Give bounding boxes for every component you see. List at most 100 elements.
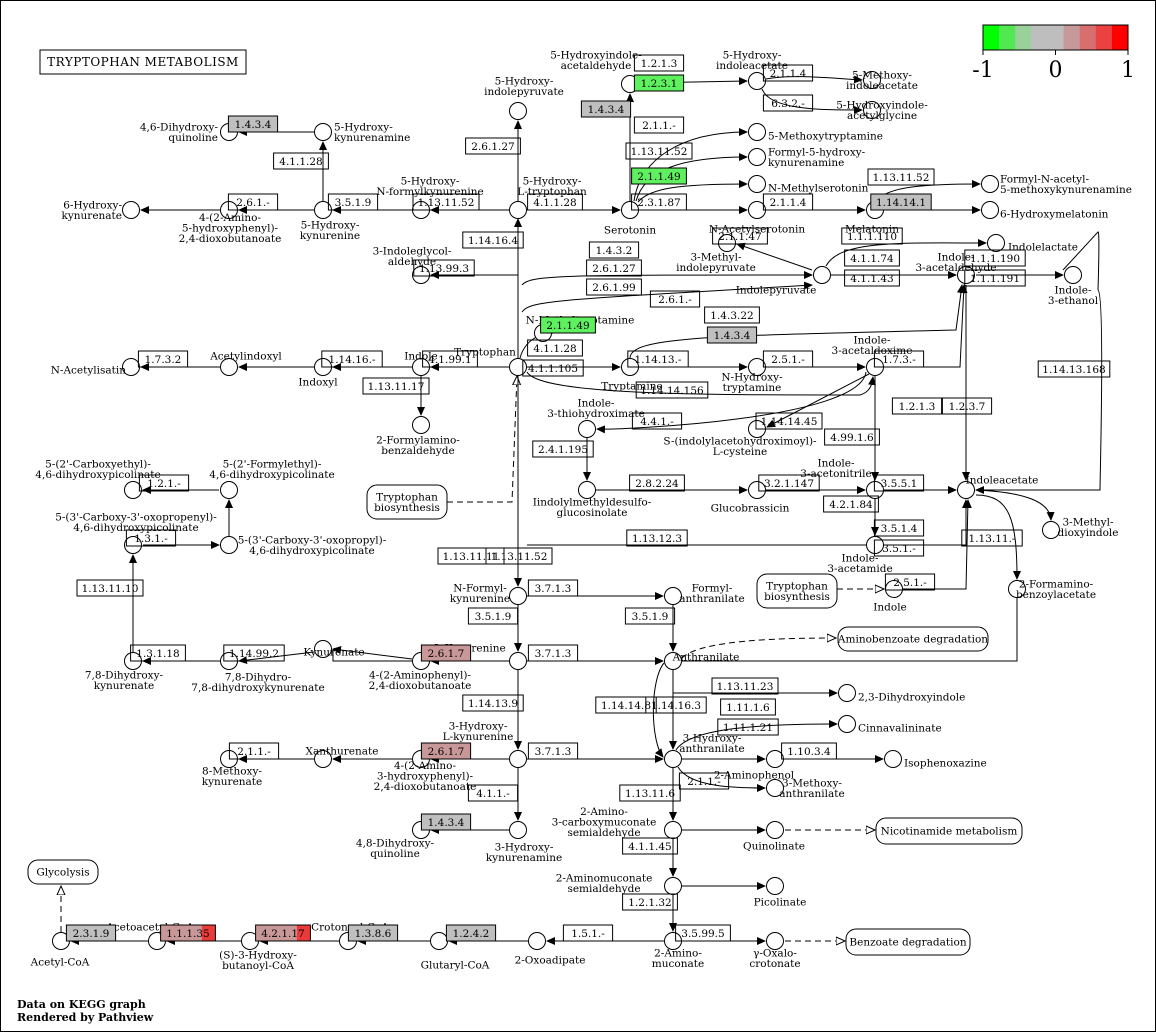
enzyme-box[interactable]: 1.13.11.52 xyxy=(867,168,935,186)
enzyme-box[interactable]: 1.4.3.4 xyxy=(706,326,758,344)
enzyme-box[interactable]: 1.14.13.168 xyxy=(1037,360,1111,378)
enzyme-box[interactable]: 1.4.3.4 xyxy=(420,813,472,831)
compound-node[interactable] xyxy=(220,358,238,376)
compound-node[interactable] xyxy=(314,640,332,658)
enzyme-box[interactable]: 1.4.3.2 xyxy=(588,241,640,259)
compound-node[interactable] xyxy=(509,587,527,605)
enzyme-box[interactable]: 2.3.1.87 xyxy=(631,193,687,211)
enzyme-box[interactable]: 2.1.1.4 xyxy=(762,193,814,211)
enzyme-box[interactable]: 3.7.1.3 xyxy=(527,579,579,597)
compound-node[interactable] xyxy=(1064,266,1082,284)
compound-node[interactable] xyxy=(509,201,527,219)
compound-node[interactable] xyxy=(664,821,682,839)
enzyme-box[interactable]: 3.5.1.9 xyxy=(624,607,676,625)
compound-node[interactable] xyxy=(412,416,430,434)
compound-node[interactable] xyxy=(314,123,332,141)
pathway-link-box[interactable] xyxy=(875,817,1023,845)
enzyme-box[interactable]: 2.1.1.- xyxy=(633,116,685,134)
compound-node[interactable] xyxy=(509,821,527,839)
enzyme-box[interactable]: 2.6.1.7 xyxy=(420,742,472,760)
enzyme-box[interactable]: 1.14.14.156 xyxy=(635,381,709,399)
enzyme-box[interactable]: 1.14.16.3 xyxy=(645,696,707,714)
enzyme-box[interactable]: 1.2.3.1 xyxy=(633,74,685,92)
compound-node[interactable] xyxy=(664,587,682,605)
compound-node[interactable] xyxy=(748,123,766,141)
enzyme-box[interactable]: 3.5.99.5 xyxy=(675,924,731,942)
compound-node[interactable] xyxy=(220,481,238,499)
compound-node[interactable] xyxy=(314,750,332,768)
enzyme-box[interactable]: 1.10.3.4 xyxy=(781,742,837,760)
enzyme-box[interactable]: 3.5.1.9 xyxy=(467,607,519,625)
enzyme-box[interactable]: 1.2.1.3 xyxy=(891,397,943,415)
compound-node[interactable] xyxy=(766,821,784,839)
enzyme-box[interactable]: 4.1.99.1 xyxy=(422,350,478,368)
enzyme-box[interactable]: 4.1.1.28 xyxy=(527,193,583,211)
enzyme-box[interactable]: 4.1.1.28 xyxy=(527,339,583,357)
enzyme-box[interactable]: 1.2.3.7 xyxy=(941,397,993,415)
compound-node[interactable] xyxy=(981,175,999,193)
enzyme-box[interactable]: 1.14.13.9 xyxy=(462,694,524,712)
enzyme-box[interactable]: 1.4.3.22 xyxy=(704,306,760,324)
compound-node[interactable] xyxy=(528,932,546,950)
compound-node[interactable] xyxy=(664,877,682,895)
compound-node[interactable] xyxy=(981,201,999,219)
enzyme-box[interactable]: 3.7.1.3 xyxy=(527,644,579,662)
compound-node[interactable] xyxy=(718,234,736,252)
enzyme-box[interactable]: 2.1.1.- xyxy=(678,772,730,790)
enzyme-box[interactable]: 2.1.1.49 xyxy=(540,316,596,334)
compound-node[interactable] xyxy=(664,652,682,670)
enzyme-box[interactable]: 2.4.1.195 xyxy=(532,440,594,458)
enzyme-box[interactable]: 1.3.1.- xyxy=(125,529,177,547)
compound-node[interactable] xyxy=(884,750,902,768)
enzyme-box[interactable]: 2.5.1.- xyxy=(884,573,936,591)
compound-node[interactable] xyxy=(766,779,784,797)
enzyme-box[interactable]: 1.14.14.45 xyxy=(755,412,823,430)
enzyme-box[interactable]: 2.1.1.47 xyxy=(712,227,768,245)
enzyme-box[interactable]: 1.13.11.11 xyxy=(437,547,505,565)
enzyme-box[interactable]: 2.6.1.- xyxy=(227,193,279,211)
compound-node[interactable] xyxy=(509,750,527,768)
enzyme-box[interactable]: 2.6.1.27 xyxy=(586,259,642,277)
enzyme-box[interactable]: 1.7.3.- xyxy=(873,350,925,368)
compound-node[interactable] xyxy=(838,715,856,733)
enzyme-box[interactable]: 2.5.1.- xyxy=(762,350,814,368)
enzyme-box[interactable]: 1.13.11.- xyxy=(961,529,1023,547)
enzyme-box[interactable]: 4.4.1.- xyxy=(631,412,683,430)
enzyme-box[interactable]: 1.13.11.10 xyxy=(76,579,144,597)
enzyme-box[interactable]: 1.14.14.1 xyxy=(870,193,932,211)
enzyme-box[interactable]: 4.1.1.28 xyxy=(273,152,329,170)
compound-node[interactable] xyxy=(1008,580,1026,598)
enzyme-box[interactable]: 4.1.1.- xyxy=(467,784,519,802)
compound-node[interactable] xyxy=(766,877,784,895)
compound-node[interactable] xyxy=(664,750,682,768)
compound-node[interactable] xyxy=(957,481,975,499)
compound-node[interactable] xyxy=(1042,521,1060,539)
enzyme-box[interactable]: 2.8.2.24 xyxy=(629,474,685,492)
compound-node[interactable] xyxy=(509,358,527,376)
enzyme-box[interactable]: 3.5.1.4 xyxy=(873,519,925,537)
enzyme-box[interactable]: 4.99.1.6 xyxy=(824,428,880,446)
pathway-link-box[interactable] xyxy=(845,928,971,956)
pathway-link-box[interactable] xyxy=(837,626,989,652)
enzyme-box[interactable]: 1.2.1.3 xyxy=(633,54,685,72)
enzyme-box[interactable]: 1.11.1.6 xyxy=(720,698,776,716)
enzyme-box[interactable]: 4.2.1.17 xyxy=(255,924,311,942)
enzyme-box[interactable]: 3.5.1.- xyxy=(873,539,925,557)
enzyme-box[interactable]: 4.1.1.45 xyxy=(622,837,678,855)
compound-node[interactable] xyxy=(766,932,784,950)
enzyme-box[interactable]: 1.14.99.2 xyxy=(223,644,285,662)
enzyme-box[interactable]: 1.14.16.4 xyxy=(462,231,524,249)
compound-node[interactable] xyxy=(748,175,766,193)
enzyme-box[interactable]: 1.3.8.6 xyxy=(347,924,399,942)
enzyme-box[interactable]: 1.2.1.- xyxy=(138,474,190,492)
compound-node[interactable] xyxy=(813,266,831,284)
enzyme-box[interactable]: 1.13.11.6 xyxy=(619,784,681,802)
enzyme-box[interactable]: 1.2.4.2 xyxy=(445,924,497,942)
enzyme-box[interactable]: 1.13.99.3 xyxy=(413,259,475,277)
enzyme-box[interactable]: 4.2.1.84 xyxy=(823,495,879,513)
compound-node[interactable] xyxy=(124,536,142,554)
compound-node[interactable] xyxy=(509,102,527,120)
enzyme-box[interactable]: 1.2.1.32 xyxy=(622,893,678,911)
enzyme-box[interactable]: 3.2.1.147 xyxy=(758,474,820,492)
compound-node[interactable] xyxy=(430,932,448,950)
